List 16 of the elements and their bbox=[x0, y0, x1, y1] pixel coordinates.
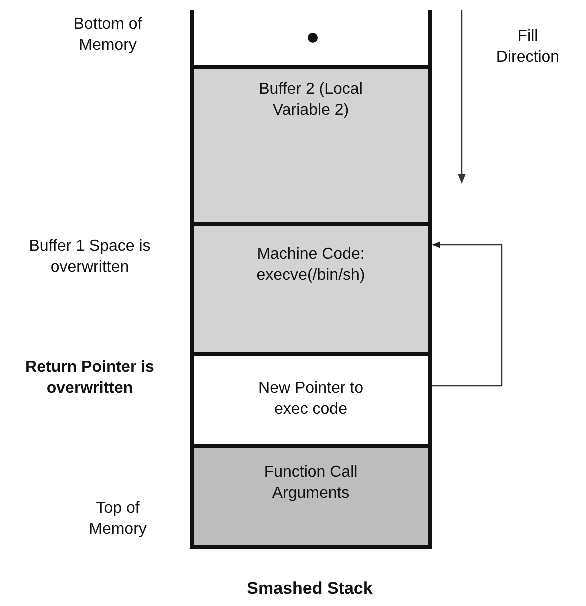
stack-frame-cell bbox=[190, 356, 432, 448]
stack-frame-cell bbox=[190, 448, 432, 549]
stack-frame-cell bbox=[190, 226, 432, 356]
arrow bbox=[432, 242, 503, 387]
caption: Smashed Stack bbox=[246, 578, 374, 599]
side-label: Fill Direction bbox=[495, 27, 561, 68]
cell-label: Function Call Arguments bbox=[263, 463, 359, 504]
cell-label: Machine Code: execve(/bin/sh) bbox=[256, 245, 366, 286]
side-label: Bottom of Memory bbox=[72, 15, 144, 56]
stack-cell bbox=[190, 10, 432, 69]
cell-label: New Pointer to exec code bbox=[258, 379, 364, 420]
side-label: Return Pointer is overwritten bbox=[24, 358, 156, 399]
stack-frame-cell bbox=[190, 69, 432, 226]
cell-label: Buffer 2 (Local Variable 2) bbox=[258, 80, 364, 121]
side-label: Buffer 1 Space is overwritten bbox=[28, 237, 152, 278]
side-label: Top of Memory bbox=[88, 499, 148, 540]
